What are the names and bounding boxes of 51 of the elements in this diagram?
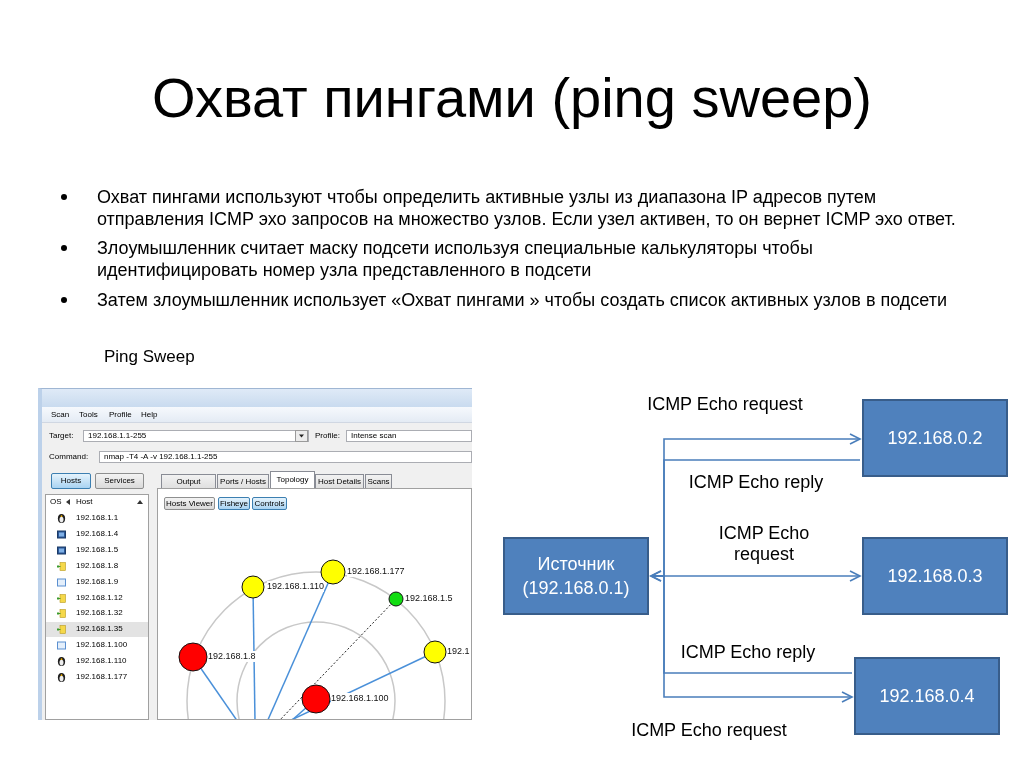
host-address: 192.168.1.12 bbox=[76, 593, 123, 603]
view-button: Fisheye bbox=[218, 497, 250, 510]
process-box bbox=[854, 657, 1000, 735]
tab: Host Details bbox=[315, 474, 364, 488]
edge-label: ICMP Echo reply bbox=[680, 642, 816, 663]
host-address: 192.168.1.110 bbox=[76, 656, 127, 666]
menu-item: Help bbox=[141, 410, 158, 420]
view-button: Controls bbox=[252, 497, 287, 510]
bullet-text: Затем злоумышленник использует «Охват пингами » чтобы создать список активных узлов в подсети bbox=[97, 289, 949, 311]
edge-label: ICMP Echo request bbox=[631, 720, 787, 741]
tab: Scans bbox=[365, 474, 392, 488]
field-label: Target: bbox=[49, 431, 74, 441]
menu-item: Tools bbox=[79, 410, 98, 420]
bullet-text: Охват пингами используют чтобы определить активные узлы из диапазона IP адресов путем отправления ICMP эхо запросов на множество узлов. Если узел активен, то он вернет ICMP эхо ответ. bbox=[97, 186, 957, 230]
arrow bbox=[650, 570, 853, 674]
host-address: 192.168.1.177 bbox=[76, 672, 128, 682]
menu-item: Profile bbox=[109, 410, 132, 420]
input-field: nmap -T4 -A -v 192.168.1.1-255 bbox=[99, 451, 472, 463]
node-label: 192.168.0.3 bbox=[887, 565, 983, 588]
column-header: OS bbox=[50, 497, 62, 507]
host-address: 192.168.1.32 bbox=[76, 608, 123, 618]
node-label: 192.168.0.4 bbox=[879, 685, 975, 708]
host-address: 192.168.1.1 bbox=[76, 513, 119, 523]
host-address: 192.168.1.9 bbox=[76, 577, 119, 587]
node-label: Источник (192.168.0.1) bbox=[521, 553, 631, 600]
host-address: 192.168.1.5 bbox=[76, 545, 119, 555]
tab: Topology bbox=[270, 471, 315, 488]
column-header: Host bbox=[76, 497, 93, 507]
view-button: Hosts Viewer bbox=[164, 497, 215, 510]
input-field: Intense scan bbox=[346, 430, 472, 442]
edge-label: ICMP Echo reply bbox=[688, 472, 824, 493]
toggle-button: Hosts bbox=[51, 473, 91, 489]
host-address: 192.168.1.35 bbox=[76, 624, 123, 634]
tab: Output bbox=[161, 474, 216, 488]
edge-label: ICMP Echo request bbox=[647, 394, 803, 415]
menu-item: Scan bbox=[51, 410, 70, 420]
title: Охват пингами (ping sweep) bbox=[152, 66, 872, 130]
tab: Ports / Hosts bbox=[217, 474, 269, 488]
input-field: 192.168.1.1-255 bbox=[83, 430, 309, 442]
node-label: 192.168.0.2 bbox=[887, 427, 983, 450]
field-label: Command: bbox=[49, 452, 89, 462]
toggle-button: Services bbox=[95, 473, 144, 489]
host-address: 192.168.1.4 bbox=[76, 529, 119, 539]
caption: Ping Sweep bbox=[104, 347, 195, 367]
bullet-text: Злоумышленник считает маску подсети используя специальные калькуляторы чтобы идентифицировать номер узла представленного в подсети bbox=[97, 237, 814, 281]
process-box bbox=[503, 537, 649, 615]
process-box bbox=[862, 537, 1008, 615]
host-address: 192.168.1.100 bbox=[76, 640, 128, 650]
field-label: Profile: bbox=[315, 431, 340, 441]
host-address: 192.168.1.8 bbox=[76, 561, 119, 571]
process-box bbox=[862, 399, 1008, 477]
